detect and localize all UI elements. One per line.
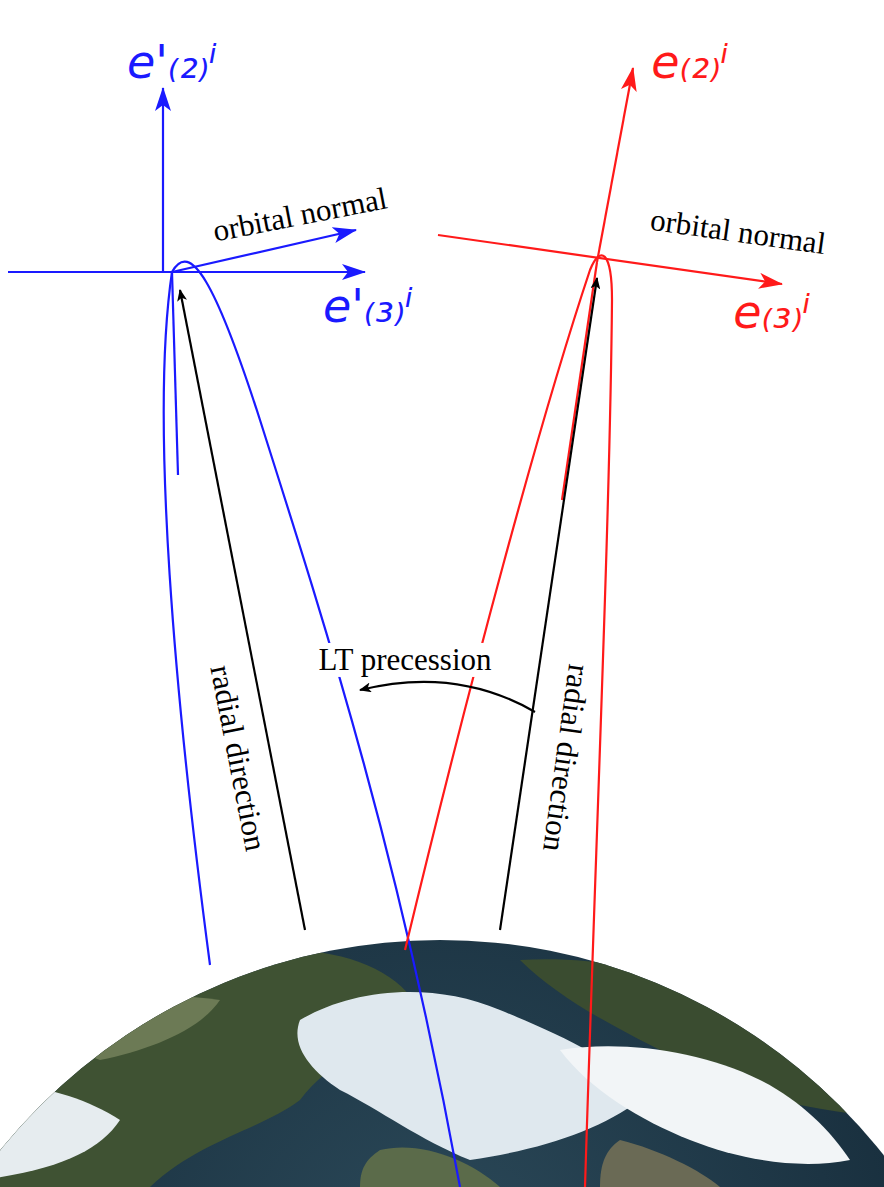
blue-orbit <box>8 88 460 1187</box>
basis-vector-label: e₍₃₎ⁱ <box>733 287 811 338</box>
basis-vector-label: e₍₂₎ⁱ <box>651 37 729 88</box>
arrow-label: LT precession <box>315 643 494 677</box>
basis-vector-label: e'₍₂₎ⁱ <box>127 37 217 88</box>
axis-label: orbital normal <box>207 181 393 249</box>
axis-label: radial direction <box>536 659 597 856</box>
axis-label: orbital normal <box>645 202 830 261</box>
radial-arrows <box>180 278 597 930</box>
earth <box>0 940 884 1187</box>
axis-label: radial direction <box>203 659 274 856</box>
basis-vector-label: e'₍₃₎ⁱ <box>323 281 413 332</box>
